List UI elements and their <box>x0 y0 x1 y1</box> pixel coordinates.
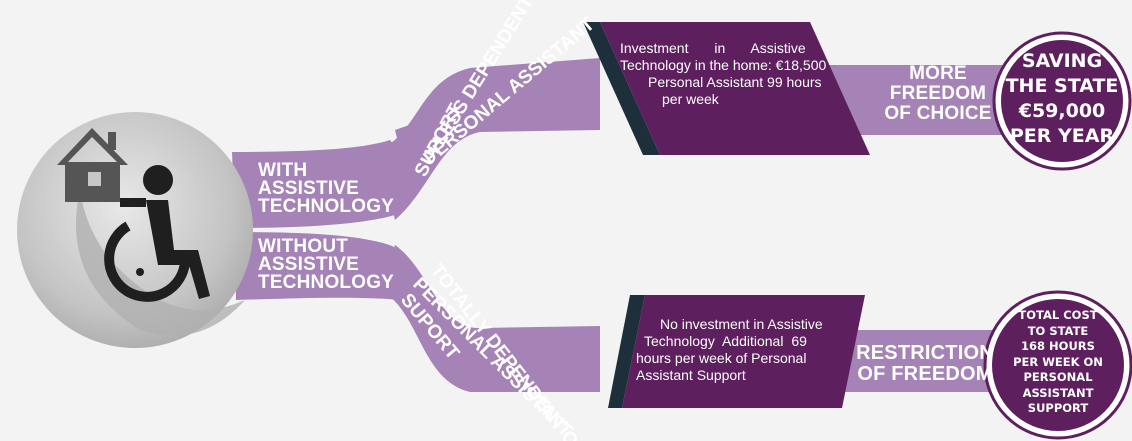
with-line-2: ASSISTIVE <box>258 178 360 199</box>
with-label: WITH ASSISTIVE TECHNOLOGY <box>258 160 395 217</box>
upper-box-line-1: Investment in Assistive <box>620 40 806 56</box>
without-line-3: TECHNOLOGY <box>258 272 395 293</box>
lower-circle-line-5: PERSONAL <box>1023 370 1093 384</box>
without-band <box>235 232 413 300</box>
upper-circle-line-1: SAVING <box>1021 50 1103 72</box>
upper-outcome-line-3: OF CHOICE <box>884 103 992 124</box>
upper-box-line-4: per week <box>662 91 719 107</box>
circle-shadow <box>76 190 245 336</box>
upper-branch-band <box>380 58 600 220</box>
with-line-3: TECHNOLOGY <box>258 196 395 217</box>
lower-branch-band <box>380 245 600 392</box>
lower-box-line-1: No investment in Assistive <box>660 316 823 332</box>
without-line-1: WITHOUT <box>258 236 349 257</box>
lower-box-text: No investment in Assistive Technology Ad… <box>636 316 856 384</box>
lower-outcome-band <box>810 330 1000 392</box>
lower-circle-line-1: TOTAL COST <box>1018 308 1098 322</box>
wheelchair-user-icon <box>104 165 210 302</box>
lower-circle-line-7: SUPPORT <box>1027 401 1089 415</box>
with-band <box>232 140 411 228</box>
lower-outcome-label: RESTRICTION OF FREEDOM <box>850 343 1000 385</box>
lower-box-shadow <box>608 295 645 408</box>
lower-circle-line-6: ASSISTANT <box>1022 385 1094 400</box>
upper-box <box>600 22 870 155</box>
upper-outcome-line-2: FREEDOM <box>889 83 987 104</box>
lower-circle-line-4: PER WEEK ON <box>1013 354 1103 369</box>
upper-circle-line-2: THE STATE <box>1005 75 1119 97</box>
upper-result-circle <box>1001 40 1123 162</box>
lower-outcome-line-1: RESTRICTION <box>856 342 994 364</box>
without-label: WITHOUT ASSISTIVE TECHNOLOGY <box>258 236 395 293</box>
upper-box-line-2: Technology in the home: €18,500 <box>620 57 827 73</box>
lower-circle-line-2: TO STATE <box>1027 323 1089 338</box>
upper-circle-line-3: €59,000 <box>1018 100 1106 122</box>
lower-box <box>622 295 865 408</box>
upper-box-shadow <box>583 22 660 155</box>
upper-outcome-label: MORE FREEDOM OF CHOICE <box>884 64 992 124</box>
upper-circle-text: SAVING THE STATE €59,000 PER YEAR <box>1004 49 1120 149</box>
upper-box-text: Investment in Assistive Technology in th… <box>620 40 842 108</box>
with-line-1: WITH <box>258 160 308 181</box>
upper-box-line-3: Personal Assistant 99 hours <box>648 74 822 90</box>
house-icon <box>57 128 128 202</box>
lower-box-line-2: Technology Additional 69 <box>644 333 807 349</box>
upper-outcome-line-1: MORE <box>909 63 967 84</box>
lower-circle-text: TOTAL COST TO STATE 168 HOURS PER WEEK O… <box>1002 308 1114 417</box>
lower-circle-line-3: 168 HOURS <box>1021 339 1095 353</box>
lower-result-circle <box>992 299 1124 431</box>
lower-box-line-4: Assistant Support <box>636 367 746 383</box>
upper-circle-line-4: PER YEAR <box>1009 125 1115 147</box>
lower-outcome-line-2: OF FREEDOM <box>857 363 993 385</box>
without-line-2: ASSISTIVE <box>258 254 360 275</box>
lower-box-line-3: hours per week of Personal <box>636 350 807 366</box>
